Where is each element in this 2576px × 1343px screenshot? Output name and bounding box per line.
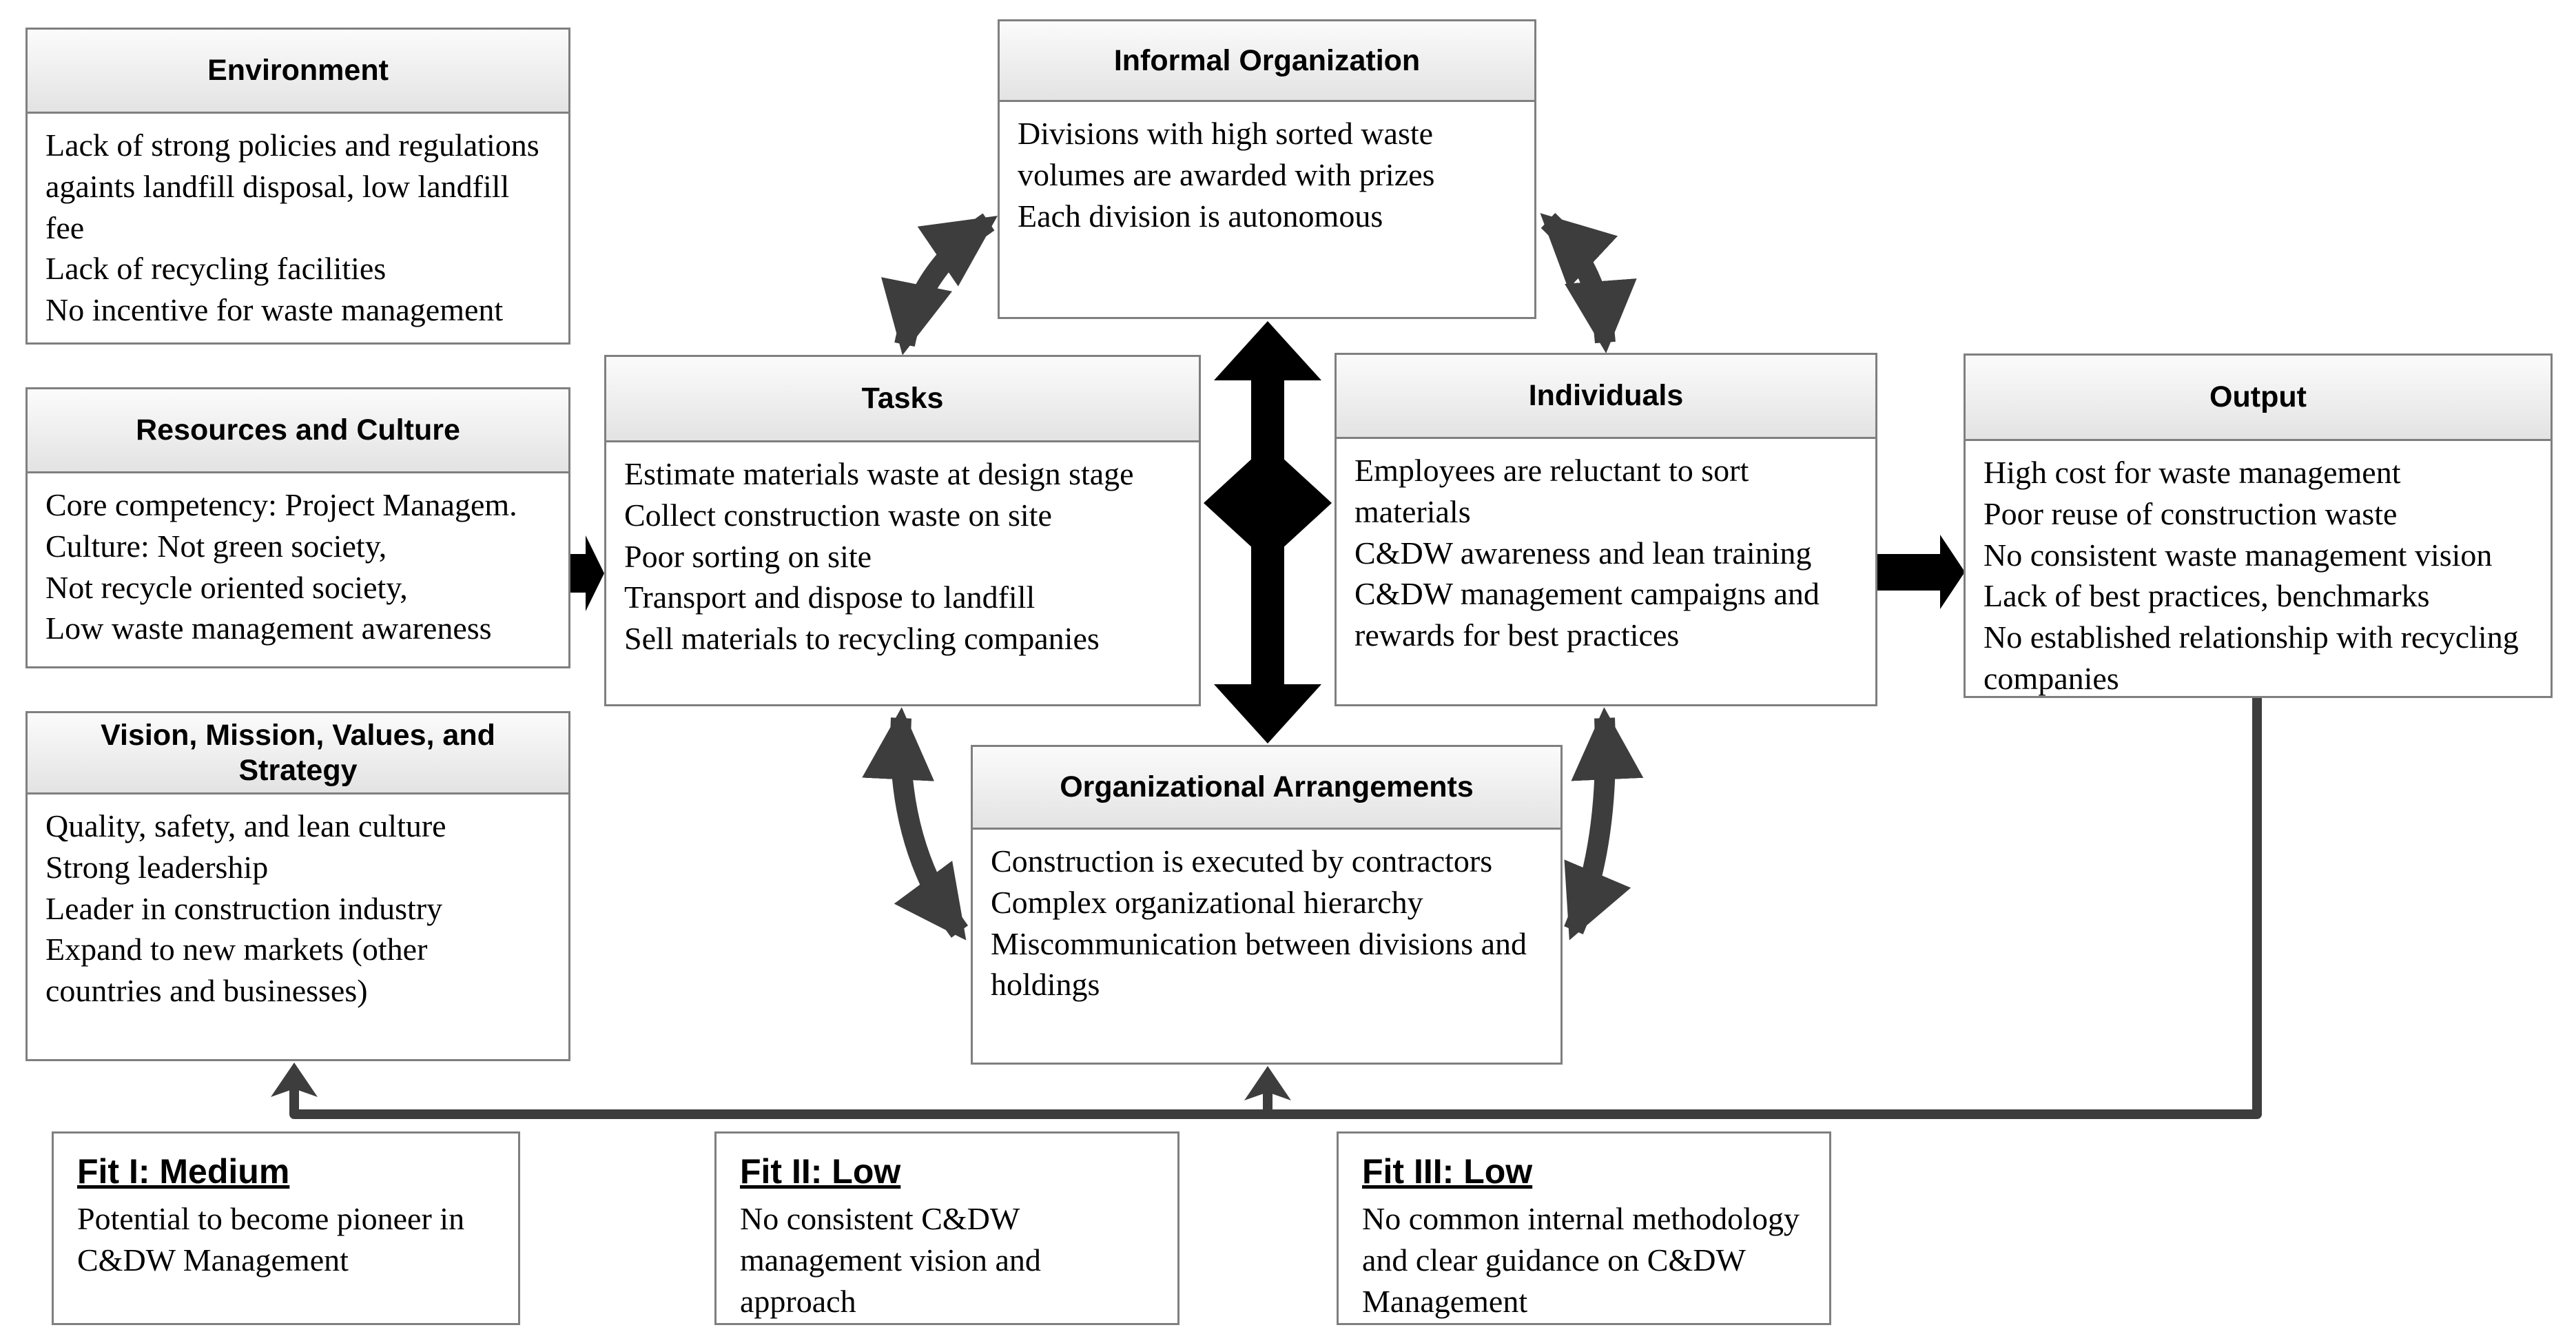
box-tasks-title: Tasks [606,357,1199,442]
box-individuals-body: Employees are reluctant to sort material… [1354,453,1820,653]
box-vision-mission-values-strategy: Vision, Mission, Values, and Strategy Qu… [25,711,570,1061]
box-individuals-title: Individuals [1337,355,1875,439]
vertical-double-arrow [1214,321,1321,744]
box-tasks-body: Estimate materials waste at design stage… [624,456,1134,657]
box-environment-title: Environment [28,30,568,114]
box-organizational-arrangements-body: Construction is executed by contractors … [991,843,1527,1003]
box-output: Output High cost for waste management Po… [1964,353,2553,698]
feedback-arrowhead-vision [271,1063,318,1097]
fit-3-body: No common internal methodology and clear… [1362,1201,1800,1319]
box-vision-mission-values-strategy-body: Quality, safety, and lean culture Strong… [45,808,446,1009]
box-informal-organization-title: Informal Organization [1000,21,1534,102]
curved-arrow-tasks-orgarrangements [862,707,969,941]
box-organizational-arrangements-title: Organizational Arrangements [973,747,1560,830]
box-fit-3: Fit III: Low No common internal methodol… [1337,1131,1831,1325]
fit-1-body: Potential to become pioneer in C&DW Mana… [77,1201,465,1278]
curved-arrow-individuals-orgarrangements [1564,707,1644,941]
box-tasks: Tasks Estimate materials waste at design… [604,355,1201,706]
box-environment: Environment Lack of strong policies and … [25,28,570,345]
fit-2-title: Fit II: Low [740,1152,901,1191]
fit-1-title: Fit I: Medium [77,1152,290,1191]
box-fit-2: Fit II: Low No consistent C&DW managemen… [714,1131,1179,1325]
fit-3-title: Fit III: Low [1362,1152,1533,1191]
box-resources-and-culture: Resources and Culture Core competency: P… [25,387,570,668]
individuals-to-output-arrow [1877,535,1965,609]
box-fit-1: Fit I: Medium Potential to become pionee… [52,1131,520,1325]
box-output-title: Output [1966,356,2551,441]
box-resources-and-culture-body: Core competency: Project Managem. Cultur… [45,487,517,646]
curved-arrow-informal-individuals [1540,213,1637,353]
box-vision-mission-values-strategy-title: Vision, Mission, Values, and Strategy [28,713,568,794]
resources-to-tasks-arrow [570,535,604,611]
curved-arrow-informal-tasks [881,213,998,356]
box-individuals: Individuals Employees are reluctant to s… [1335,353,1877,706]
box-resources-and-culture-title: Resources and Culture [28,389,568,473]
box-organizational-arrangements: Organizational Arrangements Construction… [971,745,1563,1065]
box-informal-organization-body: Divisions with high sorted waste volumes… [1018,116,1435,234]
box-environment-body: Lack of strong policies and regulations … [45,127,539,328]
horizontal-double-arrow [1204,449,1332,557]
fit-2-body: No consistent C&DW management vision and… [740,1201,1041,1319]
box-output-body: High cost for waste management Poor reus… [1983,455,2519,696]
feedback-arrowhead-orgarrangements [1244,1066,1291,1100]
box-informal-organization: Informal Organization Divisions with hig… [998,19,1536,319]
